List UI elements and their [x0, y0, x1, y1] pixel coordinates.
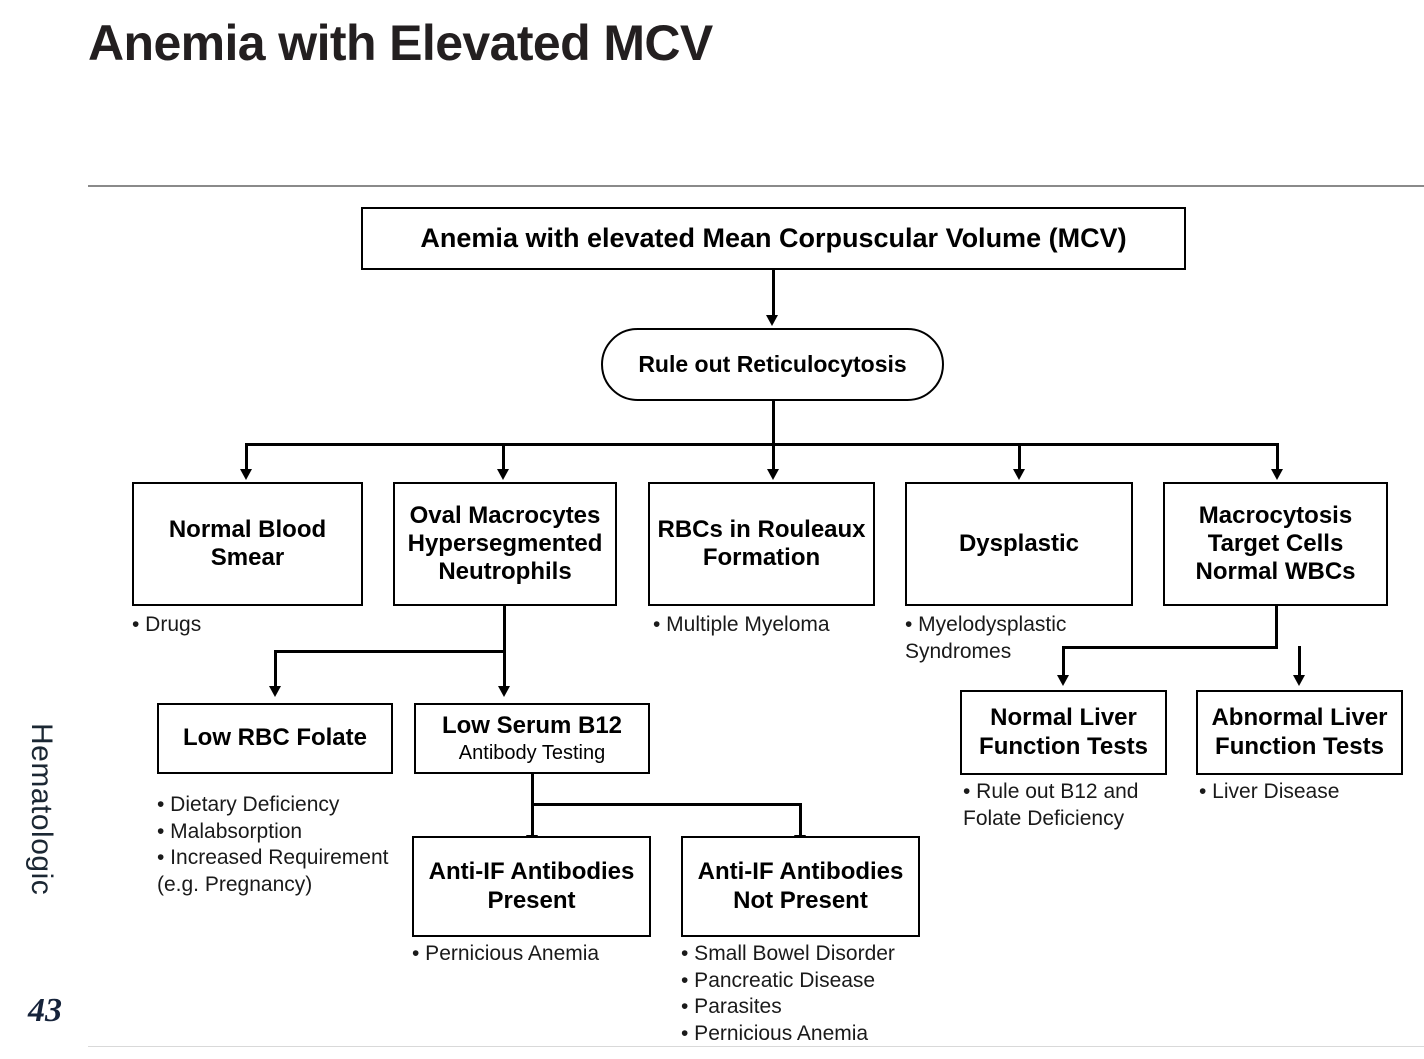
- connector-oval-macrocytes-bus: [274, 650, 506, 653]
- node-rbcs-rouleaux-line1: RBCs in Rouleaux: [657, 515, 866, 543]
- node-low-serum-b12-sublabel: Antibody Testing: [458, 742, 606, 765]
- arrowhead-normal-lft: [1057, 675, 1069, 686]
- arrowhead-abnormal-lft: [1293, 675, 1305, 686]
- bullets-abnormal-lft: • Liver Disease: [1199, 780, 1340, 803]
- arrowhead-macrocytosis: [1271, 469, 1283, 480]
- node-low-serum-b12[interactable]: Low Serum B12 Antibody Testing: [414, 703, 650, 774]
- arrowhead-low-serum-b12: [498, 686, 510, 697]
- node-oval-macrocytes-line1: Oval Macrocytes: [409, 501, 601, 529]
- connector-low-serum-b12-stem: [531, 774, 534, 838]
- connector-anti-if-bus: [531, 803, 802, 806]
- node-anti-if-not-present-line1: Anti-IF Antibodies: [697, 858, 904, 886]
- arrowhead-decision: [766, 315, 778, 326]
- header-divider: [88, 185, 1424, 187]
- node-low-rbc-folate-label: Low RBC Folate: [183, 724, 367, 752]
- bullets-low-rbc-folate: • Dietary Deficiency • Malabsorption • I…: [157, 793, 389, 896]
- node-anti-if-present[interactable]: Anti-IF Antibodies Present: [412, 836, 651, 937]
- node-dysplastic-line1: Dysplastic: [958, 529, 1080, 557]
- footer-divider: [88, 1046, 1424, 1047]
- bullets-normal-lft: • Rule out B12 and Folate Deficiency: [963, 780, 1139, 830]
- connector-drop-abnormal-lft: [1298, 646, 1301, 678]
- node-macrocytosis[interactable]: Macrocytosis Target Cells Normal WBCs: [1163, 482, 1388, 606]
- node-root-anemia-elevated-mcv[interactable]: Anemia with elevated Mean Corpuscular Vo…: [361, 207, 1186, 270]
- section-label-hematologic: Hematologic: [25, 723, 58, 896]
- arrowhead-low-rbc-folate: [269, 686, 281, 697]
- node-macrocytosis-line2: Target Cells: [1207, 529, 1344, 557]
- connector-lft-bus: [1062, 646, 1278, 649]
- arrowhead-dysplastic: [1013, 469, 1025, 480]
- node-normal-lft-line2: Function Tests: [979, 732, 1148, 760]
- arrowhead-rbcs-rouleaux: [767, 469, 779, 480]
- node-normal-blood-smear-line1: Normal Blood: [168, 515, 327, 543]
- node-abnormal-lft-line1: Abnormal Liver: [1211, 704, 1388, 732]
- node-dysplastic[interactable]: Dysplastic: [905, 482, 1133, 606]
- node-rbcs-rouleaux-line2: Formation: [702, 544, 821, 571]
- connector-drop-normal-blood-smear: [245, 443, 248, 472]
- page-title: Anemia with Elevated MCV: [88, 15, 713, 71]
- connector-macrocytosis-stem: [1275, 606, 1278, 648]
- bullets-normal-blood-smear: • Drugs: [132, 613, 202, 636]
- node-macrocytosis-line3: Normal WBCs: [1195, 558, 1356, 586]
- connector-oval-macrocytes-stem: [503, 606, 506, 652]
- connector-drop-oval-macrocytes: [502, 443, 505, 472]
- connector-root-to-decision: [772, 270, 775, 318]
- arrowhead-normal-blood-smear: [240, 469, 252, 480]
- connector-drop-anti-if-not-present: [799, 803, 802, 835]
- bullets-rbcs-rouleaux: • Multiple Myeloma: [653, 613, 830, 636]
- node-oval-macrocytes-line3: Neutrophils: [438, 558, 572, 586]
- node-rbcs-rouleaux[interactable]: RBCs in Rouleaux Formation: [648, 482, 875, 606]
- node-anti-if-present-line2: Present: [487, 886, 576, 914]
- node-oval-macrocytes-line2: Hypersegmented: [407, 529, 603, 557]
- bullets-anti-if-not-present: • Small Bowel Disorder • Pancreatic Dise…: [681, 942, 895, 1045]
- node-abnormal-lft[interactable]: Abnormal Liver Function Tests: [1196, 690, 1403, 775]
- connector-decision-stem: [772, 401, 775, 445]
- connector-drop-rbcs-rouleaux: [772, 443, 775, 472]
- node-anti-if-present-line1: Anti-IF Antibodies: [428, 858, 635, 886]
- node-anti-if-not-present-line2: Not Present: [733, 886, 868, 914]
- node-rule-out-reticulocytosis[interactable]: Rule out Reticulocytosis: [601, 328, 944, 401]
- node-decision-label: Rule out Reticulocytosis: [638, 350, 907, 377]
- node-normal-blood-smear-line2: Smear: [210, 544, 285, 571]
- arrowhead-oval-macrocytes: [497, 469, 509, 480]
- bullets-dysplastic: • Myelodysplastic Syndromes: [905, 613, 1067, 663]
- node-abnormal-lft-line2: Function Tests: [1215, 732, 1384, 760]
- connector-drop-dysplastic: [1018, 443, 1021, 472]
- bullets-anti-if-present: • Pernicious Anemia: [412, 942, 600, 965]
- connector-drop-low-rbc-folate: [274, 650, 277, 689]
- node-low-serum-b12-label: Low Serum B12: [441, 711, 623, 739]
- node-normal-blood-smear[interactable]: Normal Blood Smear: [132, 482, 363, 606]
- node-root-label: Anemia with elevated Mean Corpuscular Vo…: [420, 222, 1127, 253]
- node-normal-lft[interactable]: Normal Liver Function Tests: [960, 690, 1167, 775]
- node-anti-if-not-present[interactable]: Anti-IF Antibodies Not Present: [681, 836, 920, 937]
- node-low-rbc-folate[interactable]: Low RBC Folate: [157, 703, 393, 774]
- connector-level1-bus: [245, 443, 1278, 446]
- node-normal-lft-line1: Normal Liver: [990, 704, 1137, 732]
- node-macrocytosis-line1: Macrocytosis: [1198, 501, 1353, 529]
- connector-drop-normal-lft: [1062, 646, 1065, 678]
- connector-drop-macrocytosis: [1276, 443, 1279, 472]
- connector-drop-low-serum-b12: [503, 650, 506, 689]
- node-oval-macrocytes[interactable]: Oval Macrocytes Hypersegmented Neutrophi…: [393, 482, 617, 606]
- page-number: 43: [28, 992, 62, 1029]
